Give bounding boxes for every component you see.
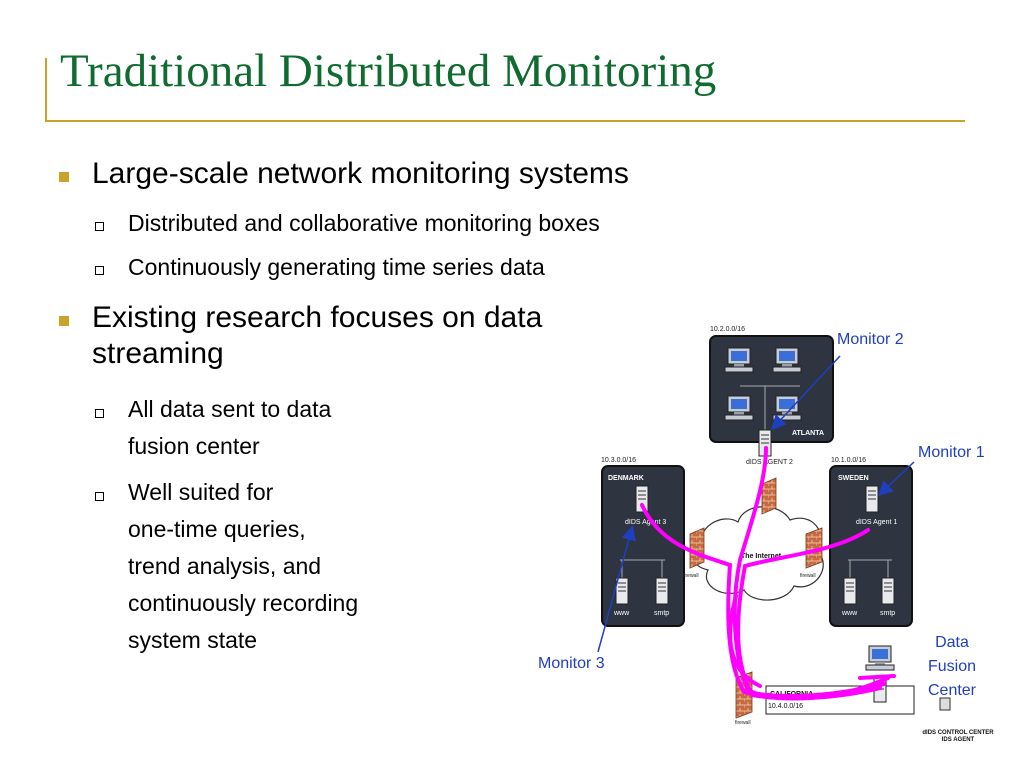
firewall-label: firewall <box>800 573 816 579</box>
bullet-marker <box>59 316 69 326</box>
fusion-server-icon <box>873 675 887 703</box>
bullet-2-sub-1: All data sent to data fusion center <box>128 391 331 465</box>
internet-cloud: The Internet <box>693 506 824 601</box>
firewall-icon: firewall <box>683 527 705 579</box>
atlanta-site: 10.2.0.0/16 ATLANTA <box>709 326 834 443</box>
title-accent-vertical <box>45 58 47 121</box>
ids-agent-label: IDS AGENT <box>942 737 975 743</box>
firewall-label: firewall <box>735 720 751 726</box>
bullet-2-line-2: streaming <box>92 337 224 370</box>
firewall-icon: firewall <box>800 527 823 579</box>
workstation-icon <box>772 395 802 421</box>
fusion-label-line-1: Data <box>935 634 969 651</box>
smtp-server-icon <box>881 577 895 605</box>
agent-1-server-icon <box>865 485 879 513</box>
flow-agent-3 <box>640 503 886 698</box>
monitor-1-callout: Monitor 1 <box>877 444 985 497</box>
bullet-2-sub-2-line-5: system state <box>128 627 258 653</box>
title-accent-rule <box>45 120 965 122</box>
sweden-site: 10.1.0.0/16 SWEDEN dIDS Agent 1 www smtp <box>829 457 913 627</box>
workstation-icon <box>724 395 754 421</box>
bullet-2-sub-1-line-1: All data sent to data <box>128 396 332 422</box>
bullet-1-sub-1: Distributed and collaborative monitoring… <box>128 204 600 242</box>
agent-3-label: dIDS Agent 3 <box>625 519 666 526</box>
monitor-2-callout: Monitor 2 <box>770 331 904 431</box>
bullet-1-sub-2: Continuously generating time series data <box>128 248 545 286</box>
denmark-name-label: DENMARK <box>608 475 644 482</box>
bullet-2-sub-2-line-2: one-time queries, <box>128 516 306 542</box>
california-name-label: CALIFORNIA <box>770 691 813 698</box>
bullet-2: Existing research focuses on data stream… <box>92 300 542 372</box>
atlanta-subnet-label: 10.2.0.0/16 <box>710 326 745 333</box>
bullet-2-line-1: Existing research focuses on data <box>92 301 543 334</box>
bullet-1-line-1: Large-scale network monitoring systems <box>92 157 629 190</box>
agent-2-server-icon <box>758 429 772 457</box>
bullet-1-sub-1-line-1: Distributed and collaborative monitoring… <box>128 210 600 236</box>
sub-bullet-marker <box>95 266 104 275</box>
internet-label: The Internet <box>741 553 782 560</box>
bullet-marker <box>59 172 69 182</box>
workstation-icon <box>724 347 754 373</box>
fusion-label-line-3: Center <box>928 682 977 699</box>
firewall-icon <box>761 477 777 515</box>
www-server-icon <box>615 577 629 605</box>
bullet-2-sub-2-line-1: Well suited for <box>128 479 274 505</box>
sweden-www-label: www <box>841 610 858 617</box>
agent-1-label: dIDS Agent 1 <box>856 519 897 526</box>
control-center-label: dIDS CONTROL CENTER <box>922 730 994 736</box>
fusion-label-line-2: Fusion <box>928 658 976 675</box>
sweden-name-label: SWEDEN <box>838 475 869 482</box>
flow-agent-1 <box>736 528 890 701</box>
bullet-1-sub-2-line-1: Continuously generating time series data <box>128 254 545 280</box>
california-subnet-label: 10.4.0.0/16 <box>768 703 803 710</box>
bullet-2-sub-1-line-2: fusion center <box>128 433 260 459</box>
sub-bullet-marker <box>95 409 104 418</box>
atlanta-name-label: ATLANTA <box>792 430 824 437</box>
firewall-icon: firewall <box>735 671 753 726</box>
sweden-smtp-label: smtp <box>880 610 895 617</box>
flow-arrowhead <box>858 674 896 680</box>
sub-bullet-marker <box>95 222 104 231</box>
firewall-label: firewall <box>683 573 699 579</box>
denmark-site: 10.3.0.0/16 DENMARK dIDS Agent 3 www smt… <box>601 457 685 627</box>
denmark-subnet-label: 10.3.0.0/16 <box>601 457 636 464</box>
slide-title: Traditional Distributed Monitoring <box>60 45 717 97</box>
monitor-3-callout: Monitor 3 <box>538 525 637 672</box>
california-site: CALIFORNIA 10.4.0.0/16 <box>765 645 951 715</box>
workstation-icon <box>772 347 802 373</box>
agent-3-server-icon <box>635 485 649 513</box>
denmark-www-label: www <box>613 610 630 617</box>
agent-2-label: dIDS AGENT 2 <box>746 459 793 466</box>
sub-bullet-marker <box>95 492 104 501</box>
monitor-1-label: Monitor 1 <box>918 444 985 461</box>
monitor-2-label: Monitor 2 <box>837 331 904 348</box>
fusion-center-callout: Data Fusion Center <box>928 634 977 699</box>
denmark-smtp-label: smtp <box>654 610 669 617</box>
storage-icon <box>939 697 951 711</box>
flow-bundle <box>728 594 762 688</box>
bullet-1: Large-scale network monitoring systems <box>92 156 629 192</box>
monitor-3-label: Monitor 3 <box>538 655 605 672</box>
www-server-icon <box>843 577 857 605</box>
bullet-2-sub-2-line-3: trend analysis, and <box>128 553 322 579</box>
sweden-subnet-label: 10.1.0.0/16 <box>831 457 866 464</box>
smtp-server-icon <box>655 577 669 605</box>
fusion-workstation-icon <box>865 645 895 671</box>
data-flow-paths <box>640 446 896 701</box>
bullet-2-sub-2: Well suited for one-time queries, trend … <box>128 474 358 659</box>
flow-agent-2 <box>732 446 882 700</box>
bullet-2-sub-2-line-4: continuously recording <box>128 590 359 616</box>
